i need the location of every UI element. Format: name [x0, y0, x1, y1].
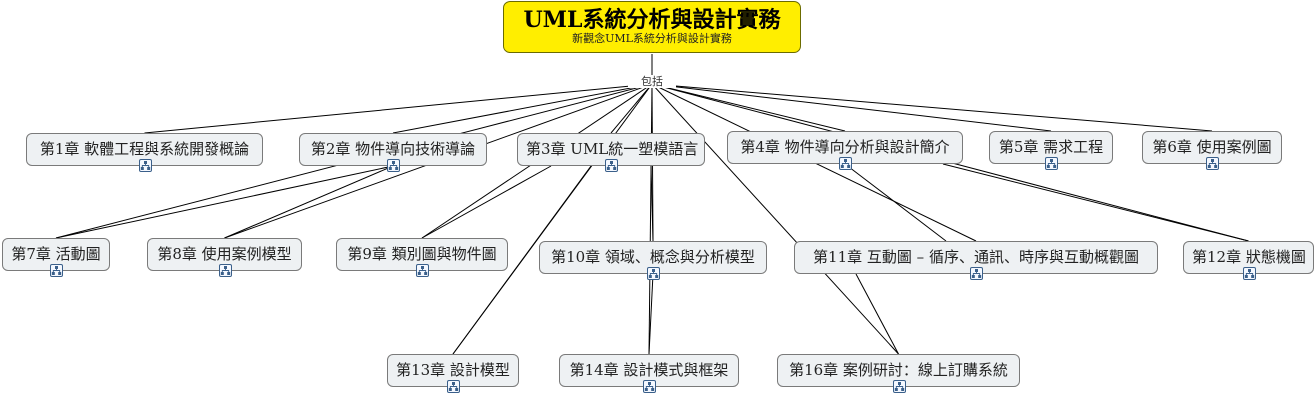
hub-to-chapter-line — [651, 83, 899, 355]
subtopic-map-icon[interactable] — [839, 157, 852, 170]
subtopic-map-icon[interactable] — [139, 159, 152, 172]
chapter-link-line — [942, 163, 1249, 242]
chapter-link-line — [224, 165, 394, 239]
central-topic-subtitle: 新觀念UML系統分析與設計實務 — [572, 32, 732, 45]
subtopic-map-icon[interactable] — [647, 267, 660, 280]
hub-to-chapter-line — [610, 83, 653, 134]
hub-to-chapter-line — [651, 83, 1052, 132]
subtopic-map-icon[interactable] — [219, 264, 232, 277]
subtopic-map-icon[interactable] — [893, 380, 906, 393]
chapter-link-line — [648, 273, 654, 355]
subtopic-map-icon[interactable] — [1045, 157, 1058, 170]
subtopic-map-icon[interactable] — [1243, 267, 1256, 280]
chapter-link-line — [452, 165, 592, 355]
subtopic-map-icon[interactable] — [447, 380, 460, 393]
central-topic[interactable]: UML系統分析與設計實務 新觀念UML系統分析與設計實務 — [503, 1, 801, 53]
subtopic-map-icon[interactable] — [50, 264, 63, 277]
subtopic-map-icon[interactable] — [416, 264, 429, 277]
hub-to-chapter-line — [648, 83, 653, 355]
hub-relationship-label: 包括 — [628, 75, 676, 88]
chapter-node[interactable]: 第7章 活動圖 — [2, 238, 110, 271]
subtopic-map-icon[interactable] — [643, 380, 656, 393]
hub-to-chapter-line — [651, 83, 1213, 132]
subtopic-map-icon[interactable] — [605, 159, 618, 172]
subtopic-map-icon[interactable] — [1206, 157, 1219, 170]
chapter-link-line — [650, 165, 654, 242]
chapter-link-line — [55, 165, 394, 239]
subtopic-map-icon[interactable] — [387, 159, 400, 172]
hub-to-chapter-line — [651, 83, 846, 132]
subtopic-map-icon[interactable] — [970, 267, 983, 280]
chapter-link-line — [855, 273, 899, 355]
hub-to-chapter-line — [392, 83, 653, 134]
chapter-link-line — [844, 163, 947, 242]
central-topic-title: UML系統分析與設計實務 — [523, 7, 781, 33]
hub-to-chapter-line — [144, 83, 653, 134]
chapter-link-line — [421, 165, 552, 239]
